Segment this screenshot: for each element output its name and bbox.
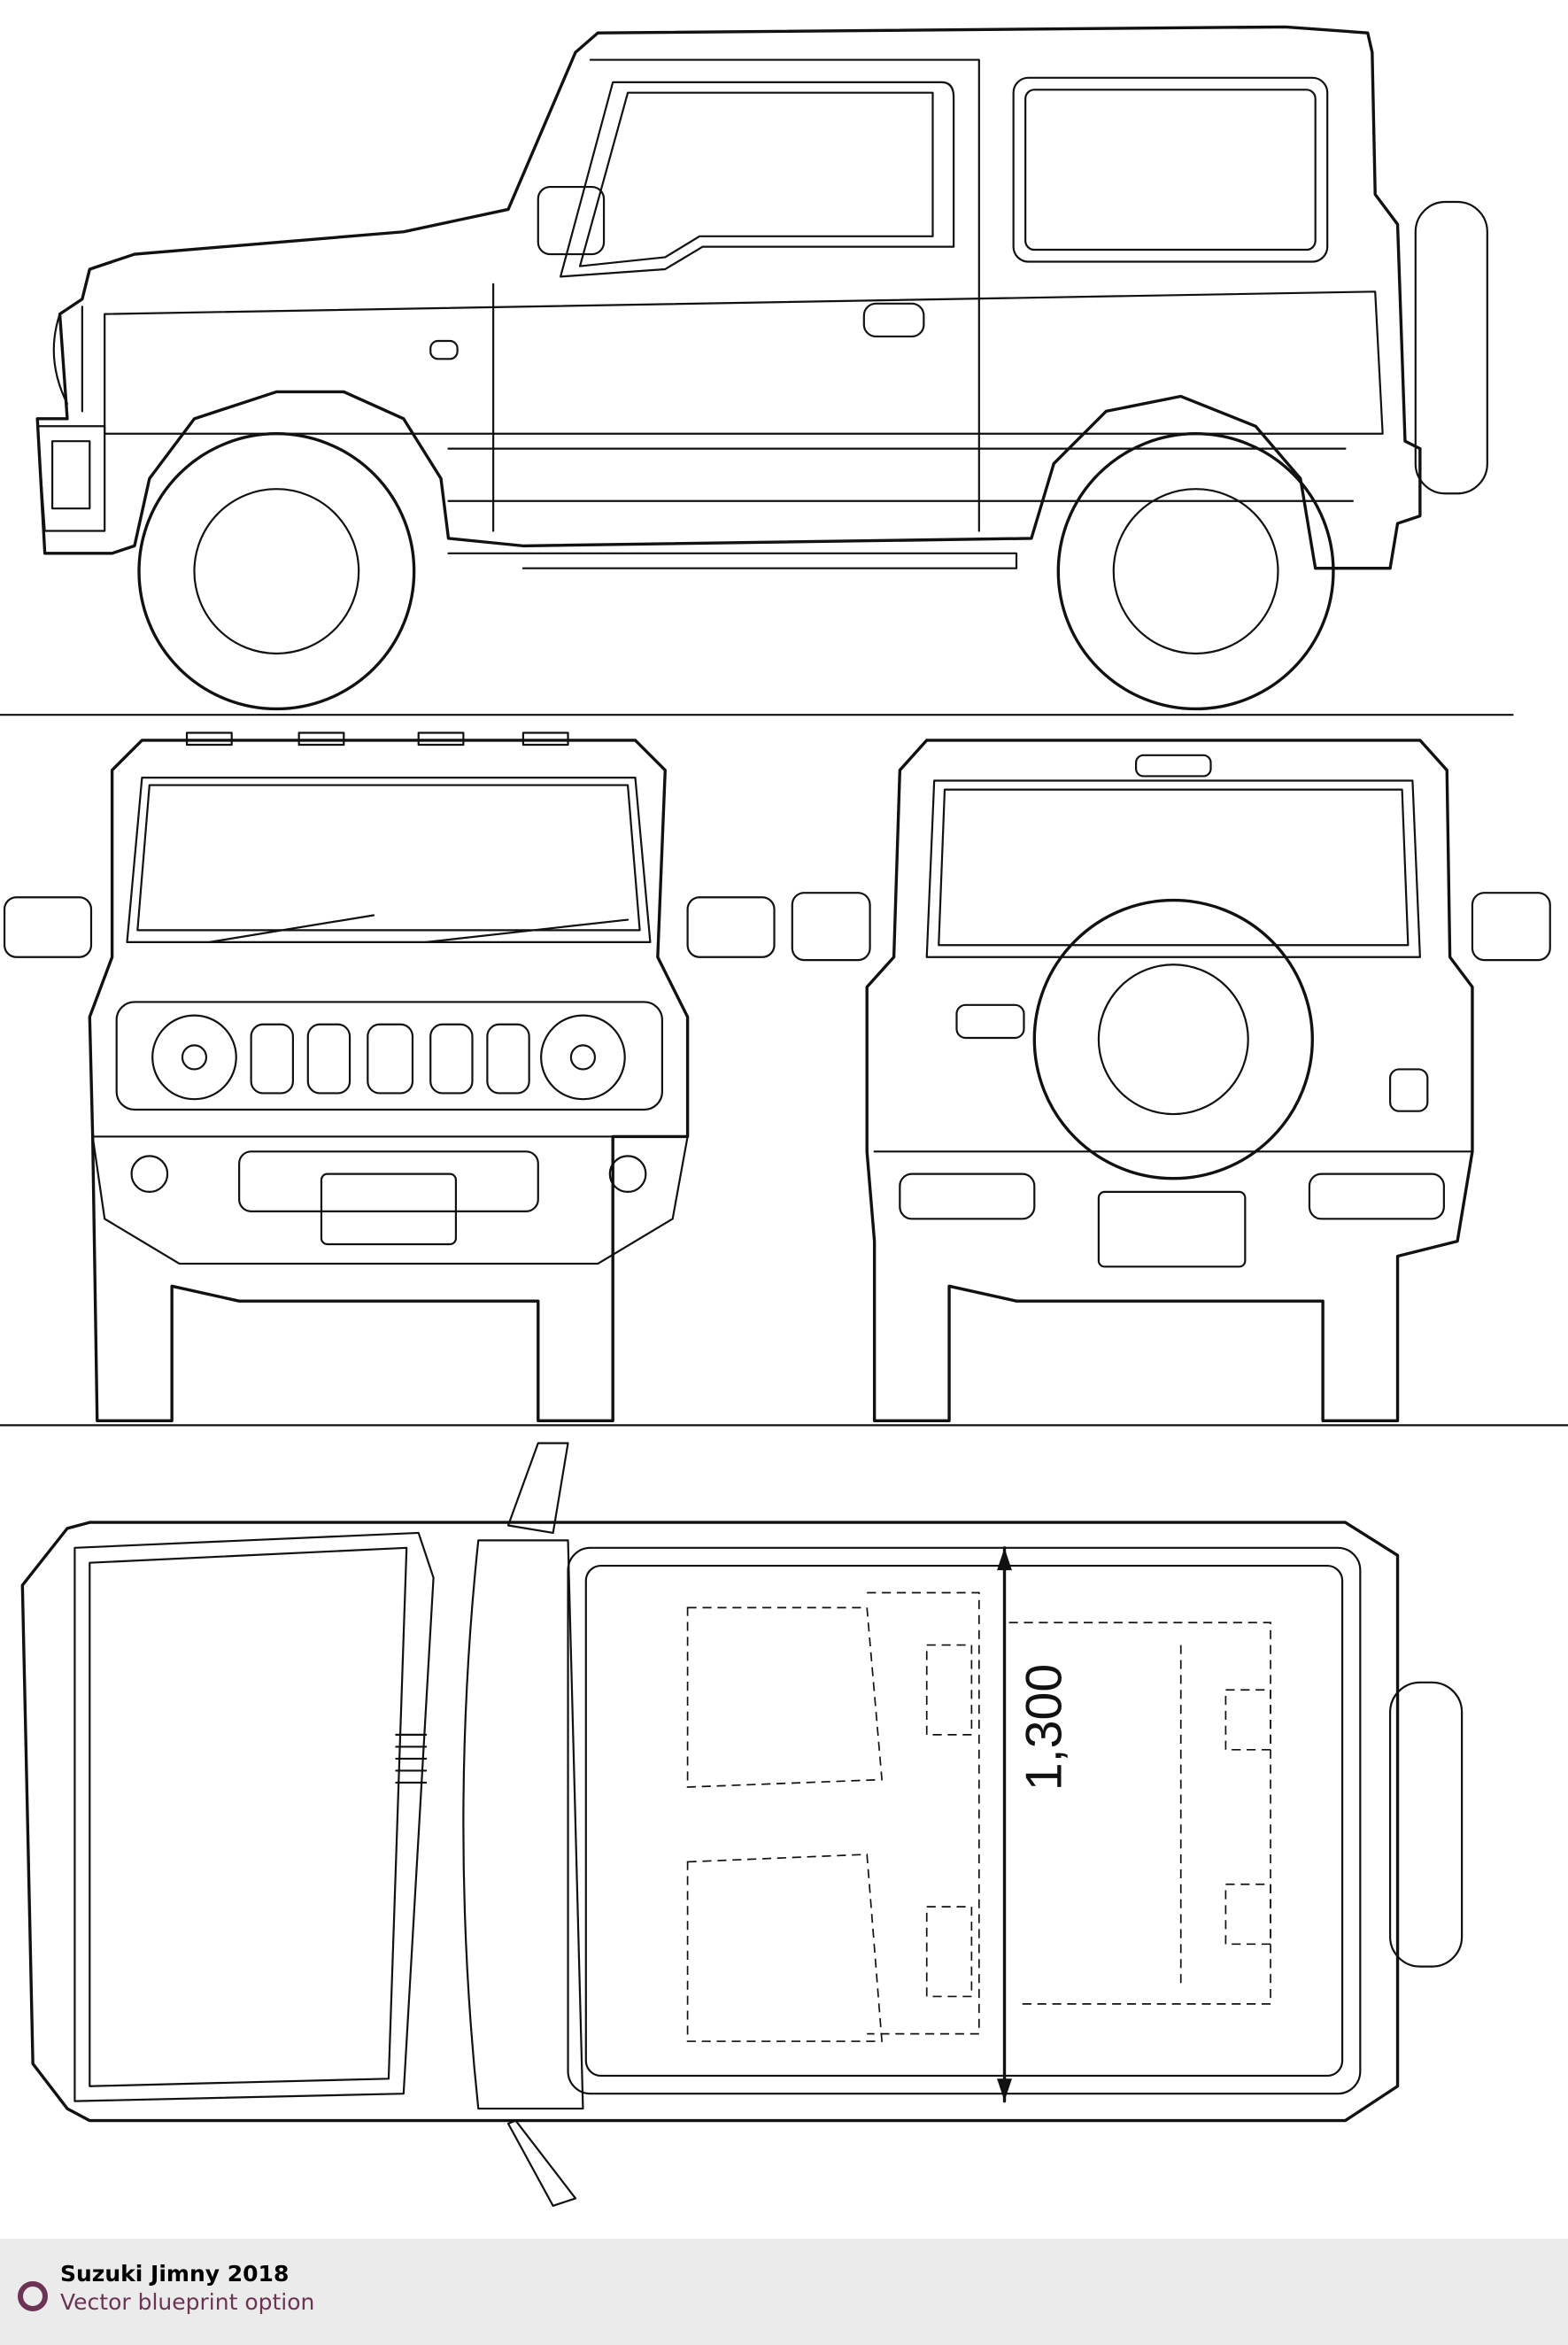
logo-ring-icon (18, 2281, 48, 2311)
blueprint-drawing: 1,300 (0, 25, 1568, 2207)
rear-view (791, 739, 1551, 1422)
roof-rack-front (185, 731, 569, 747)
side-view (35, 25, 1488, 711)
top-view: 1,300 (20, 1442, 1464, 2207)
footer-title: Suzuki Jimny 2018 (60, 2261, 290, 2287)
dimension-label: 1,300 (1016, 1664, 1073, 1792)
front-view (3, 731, 776, 1422)
footer-bar (0, 2239, 1568, 2345)
blueprint-svg: 1,300 (0, 25, 1568, 2207)
footer-subtitle: Vector blueprint option (60, 2289, 315, 2315)
